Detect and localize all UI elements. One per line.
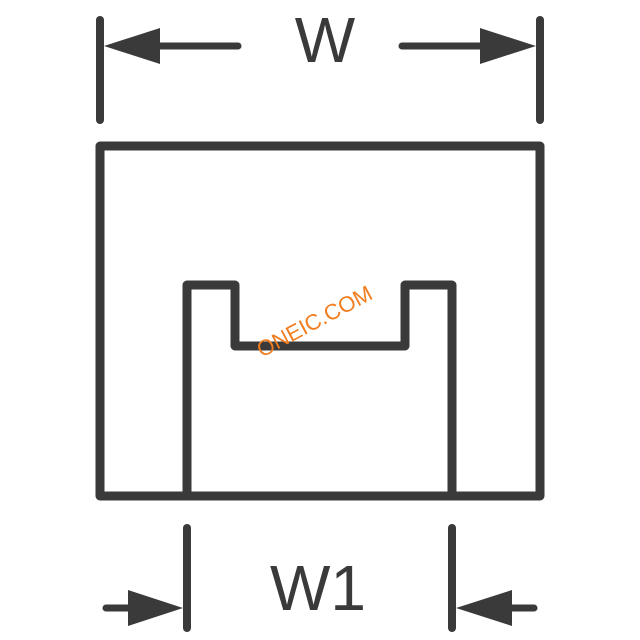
top-left-arrowhead bbox=[104, 28, 160, 64]
top-dimension-label: W bbox=[295, 4, 356, 76]
top-dimension: W bbox=[96, 4, 544, 124]
bottom-dimension-label: W1 bbox=[270, 552, 366, 624]
inner-notched-profile bbox=[182, 280, 457, 496]
bottom-right-arrowhead bbox=[456, 590, 512, 626]
bottom-dimension: W1 bbox=[102, 524, 538, 632]
outer-body bbox=[95, 141, 545, 501]
package-outline bbox=[95, 141, 545, 501]
bottom-left-arrowhead bbox=[128, 590, 183, 626]
top-right-arrowhead bbox=[480, 28, 536, 64]
